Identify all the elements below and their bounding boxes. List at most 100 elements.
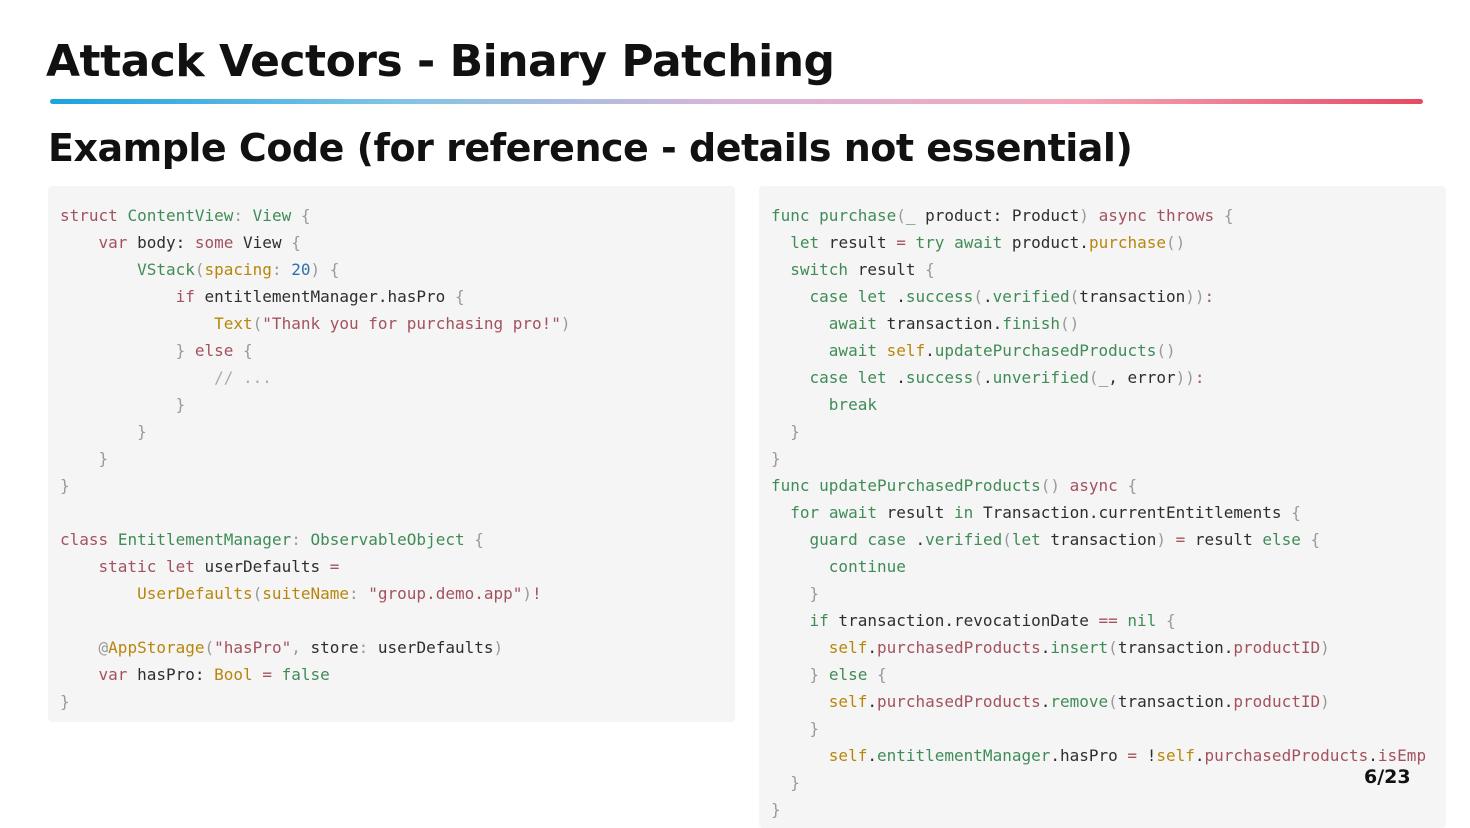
code-token: some: [194, 233, 234, 252]
code-token: transaction.: [1117, 638, 1234, 657]
code-token: [877, 341, 887, 360]
code-token: func: [771, 476, 810, 495]
code-line: self.entitlementManager.hasPro = !self.p…: [771, 742, 1446, 769]
code-token: [60, 422, 137, 441]
code-token: throws: [1156, 206, 1215, 225]
code-block-swiftui-view: struct ContentView: View { var body: som…: [48, 186, 735, 715]
code-token: false: [281, 665, 330, 684]
slide-subtitle: Example Code (for reference - details no…: [48, 126, 1133, 170]
code-token: (: [204, 638, 215, 657]
code-token: // ...: [214, 368, 272, 387]
code-token: =: [896, 233, 906, 252]
code-token: [1156, 611, 1166, 630]
code-token: }: [175, 395, 186, 414]
code-line: continue: [771, 553, 1446, 580]
code-token: .: [867, 692, 877, 711]
code-token: }: [790, 422, 800, 441]
code-token: [60, 368, 214, 387]
code-token: [185, 341, 195, 360]
code-token: isEmp: [1377, 746, 1427, 765]
code-line: case let .success(.unverified(_, error))…: [771, 364, 1446, 391]
code-token: [771, 341, 829, 360]
code-token: await: [828, 503, 877, 522]
code-token: updatePurchasedProducts: [934, 341, 1157, 360]
code-token: finish: [1002, 314, 1060, 333]
code-token: :: [349, 584, 369, 603]
code-token: (): [1060, 314, 1080, 333]
code-panel-right: func purchase(_ product: Product) async …: [759, 186, 1446, 828]
code-token: @: [98, 638, 109, 657]
code-token: [867, 665, 877, 684]
code-token: }: [809, 665, 820, 684]
code-token: self: [886, 341, 926, 360]
code-token: [771, 692, 829, 711]
code-token: transaction.: [876, 314, 1003, 333]
code-token: body:: [127, 233, 195, 252]
code-token: :: [1204, 287, 1215, 306]
code-line: case let .success(.verified(transaction)…: [771, 283, 1446, 310]
code-token: let: [165, 557, 195, 576]
code-token: }: [771, 800, 781, 819]
code-token: entitlementManager: [876, 746, 1051, 765]
code-line: VStack(spacing: 20) {: [60, 256, 735, 283]
code-token: [944, 233, 954, 252]
code-line: } else {: [60, 337, 735, 364]
code-line: }: [60, 418, 735, 445]
code-token: _: [1098, 368, 1109, 387]
code-line: await transaction.finish(): [771, 310, 1446, 337]
code-token: break: [828, 395, 877, 414]
code-token: guard: [809, 530, 858, 549]
code-token: Bool: [214, 665, 253, 684]
code-line: if transaction.revocationDate == nil {: [771, 607, 1446, 634]
code-token: .: [867, 638, 877, 657]
code-token: }: [809, 719, 820, 738]
code-token: spacing: [204, 260, 272, 279]
code-token: case: [809, 287, 849, 306]
code-line: switch result {: [771, 256, 1446, 283]
code-token: =: [262, 665, 272, 684]
code-token: .: [1194, 746, 1205, 765]
code-token: {: [1291, 503, 1301, 522]
code-token: self: [828, 692, 868, 711]
code-token: (: [1108, 638, 1118, 657]
code-token: {: [300, 206, 311, 225]
code-token: [1089, 206, 1099, 225]
code-token: verified: [992, 287, 1070, 306]
code-token: [233, 341, 243, 360]
code-token: }: [98, 449, 109, 468]
title-underline-gradient: [50, 99, 1423, 104]
code-token: transaction: [1040, 530, 1157, 549]
code-token: ): [1320, 692, 1330, 711]
code-token: transaction.: [1117, 692, 1234, 711]
code-token: [810, 206, 820, 225]
code-token: else: [1262, 530, 1301, 549]
code-token: [771, 611, 810, 630]
code-token: transaction.revocationDate: [828, 611, 1099, 630]
code-token: ): [522, 584, 533, 603]
code-token: (: [194, 260, 205, 279]
code-token: [60, 341, 176, 360]
code-token: [771, 287, 810, 306]
code-token: .: [925, 341, 935, 360]
code-token: [1118, 476, 1128, 495]
code-line: class EntitlementManager: ObservableObje…: [60, 526, 735, 553]
code-token: [771, 503, 790, 522]
code-token: case: [809, 368, 849, 387]
code-line: @AppStorage("hasPro", store: userDefault…: [60, 634, 735, 661]
code-token: productID: [1233, 692, 1321, 711]
code-token: (: [896, 206, 906, 225]
code-line: [60, 499, 735, 526]
code-token: productID: [1233, 638, 1321, 657]
code-token: class: [60, 530, 109, 549]
code-token: View: [233, 233, 292, 252]
code-token: =: [1127, 746, 1138, 765]
code-token: (: [1088, 368, 1099, 387]
code-line: self.purchasedProducts.remove(transactio…: [771, 688, 1446, 715]
code-token: {: [454, 287, 465, 306]
code-token: }: [60, 476, 70, 495]
code-line: struct ContentView: View {: [60, 202, 735, 229]
code-token: "hasPro": [214, 638, 292, 657]
code-token: product.: [1002, 233, 1089, 252]
code-token: Transaction.currentEntitlements: [973, 503, 1292, 522]
code-token: [1166, 530, 1176, 549]
